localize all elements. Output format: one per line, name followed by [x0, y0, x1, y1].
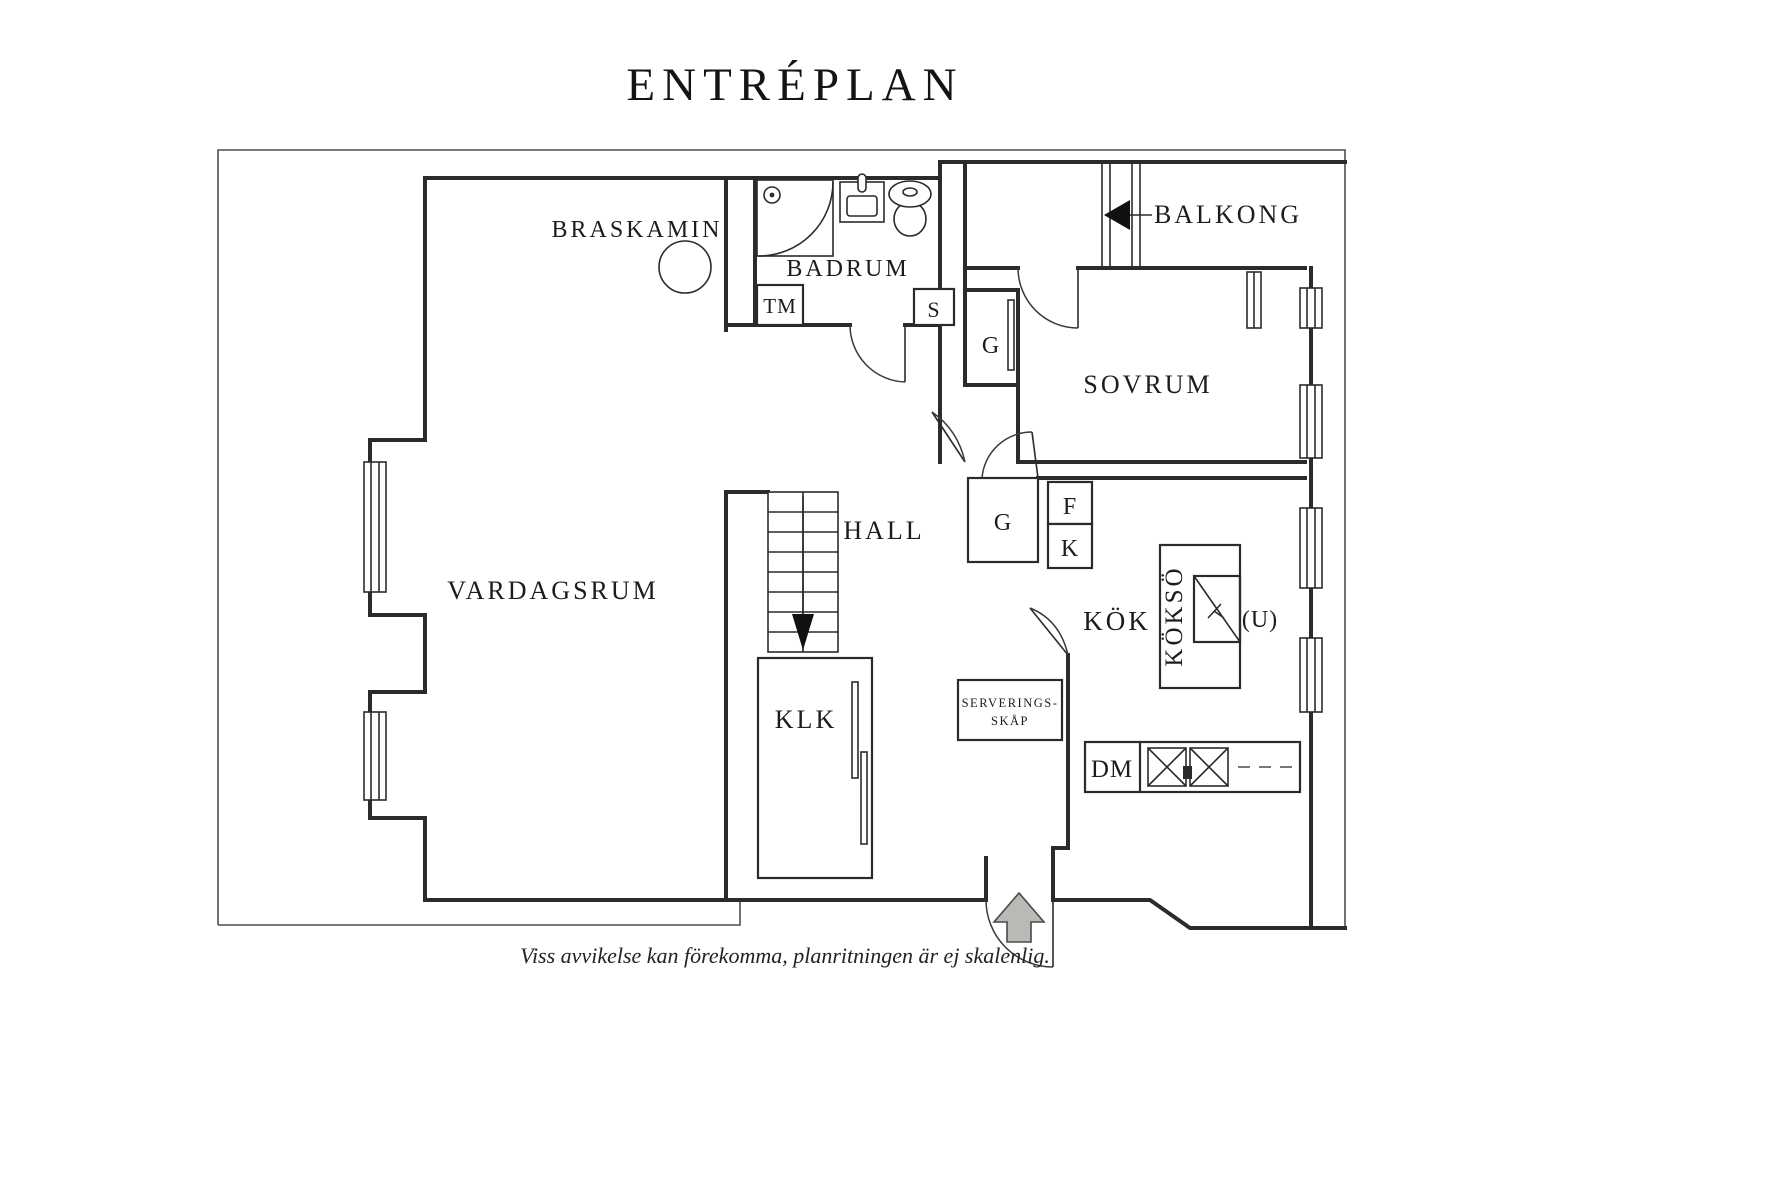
- sliding-door-icon: [860, 751, 868, 845]
- label-serveringsskap-1: SERVERINGS-: [962, 696, 1059, 710]
- label-f: F: [1063, 494, 1077, 520]
- label-k: K: [1061, 536, 1079, 562]
- disclaimer-text: Viss avvikelse kan förekomma, planritnin…: [520, 943, 1050, 968]
- room-label-badrum: BADRUM: [786, 256, 909, 282]
- room-label-klk: KLK: [775, 705, 837, 734]
- f-box: [1046, 480, 1094, 526]
- kitchen-island: [1158, 543, 1242, 690]
- kitchen-counter: [1083, 740, 1302, 794]
- double-sink-icon: [1147, 747, 1229, 787]
- bathroom-door: [849, 324, 906, 383]
- label-u: (U): [1242, 607, 1278, 633]
- shower-icon: [756, 179, 834, 257]
- room-label-kok: KÖK: [1083, 606, 1151, 636]
- window-icon: [1299, 287, 1323, 329]
- window-icon: [1299, 507, 1323, 589]
- left-windows: [363, 461, 387, 801]
- k-box: [1046, 522, 1094, 570]
- hall-closet-door: [981, 431, 1039, 479]
- exterior-walls: [368, 160, 1347, 930]
- window-icon: [1299, 637, 1323, 713]
- fireplace-icon: [658, 240, 712, 294]
- label-s: S: [927, 297, 940, 322]
- page-title: ENTRÉPLAN: [626, 59, 964, 111]
- stairs-down-arrow-icon: [792, 614, 814, 650]
- entrance: [985, 891, 1054, 968]
- entrance-arrow-icon: [992, 891, 1046, 943]
- label-serveringsskap-2: SKÅP: [991, 714, 1029, 728]
- right-windows: [1246, 271, 1323, 713]
- sink-icon: [839, 173, 885, 223]
- kitchen-entry-door: [1029, 607, 1069, 656]
- label-tm: TM: [763, 294, 797, 318]
- hall-corridor-door: [931, 411, 966, 463]
- tm-box: [755, 283, 805, 327]
- island-sink-icon: [1192, 574, 1242, 644]
- outer-boundary: [217, 149, 1346, 928]
- room-label-hall: HALL: [843, 516, 924, 545]
- g-hall-closet-box: [966, 476, 1040, 564]
- balcony-section-marker: [1101, 162, 1152, 268]
- s-box: [912, 287, 956, 327]
- closet-rail-icon: [1007, 299, 1015, 371]
- label-dm: DM: [1091, 756, 1133, 783]
- klk-closet-room: [756, 656, 874, 880]
- sliding-door-icon: [851, 681, 859, 779]
- faucet-icon: [1183, 766, 1192, 779]
- room-label-braskamin: BRASKAMIN: [551, 217, 722, 243]
- label-g-hall: G: [994, 510, 1012, 536]
- window-icon: [363, 461, 387, 593]
- label-g-upper: G: [982, 333, 1000, 359]
- staircase: [767, 491, 839, 653]
- bathroom-fixtures: [756, 173, 932, 257]
- window-icon: [1299, 384, 1323, 459]
- counter-outline: [1083, 740, 1302, 794]
- room-label-balkong: BALKONG: [1154, 200, 1302, 229]
- serving-cabinet-box: [956, 678, 1064, 742]
- room-label-sovrum: SOVRUM: [1083, 370, 1212, 399]
- window-icon: [363, 711, 387, 801]
- section-arrow-icon: [1104, 200, 1130, 230]
- toilet-icon: [888, 180, 932, 237]
- bedroom-door: [1017, 267, 1079, 329]
- room-label-vardagsrum: VARDAGSRUM: [447, 576, 659, 605]
- room-label-kokso: KÖKSÖ: [1161, 565, 1188, 666]
